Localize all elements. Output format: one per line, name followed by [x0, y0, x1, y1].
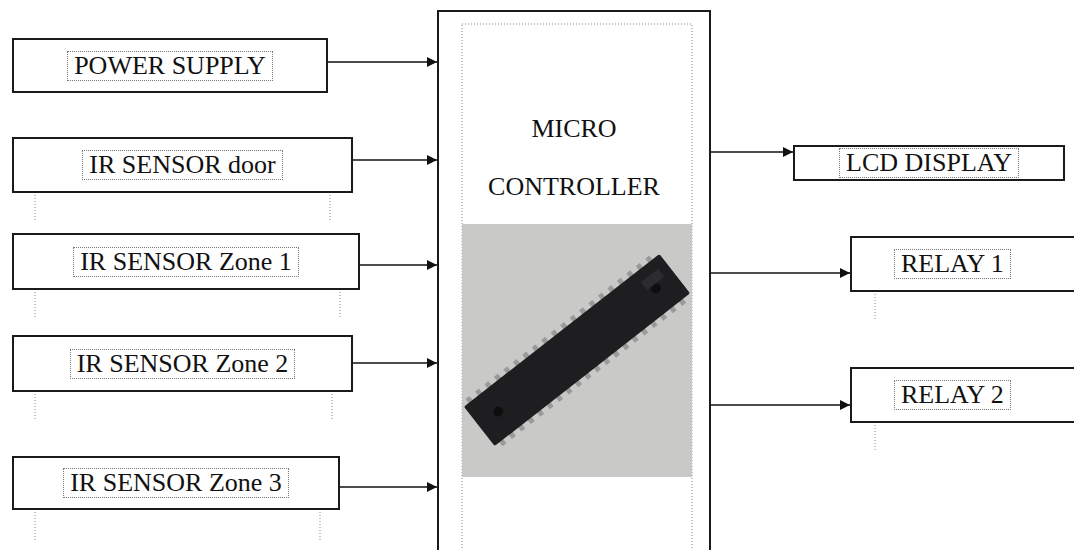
- signal-arrow: [340, 486, 437, 488]
- block-label: LCD DISPLAY: [839, 148, 1019, 178]
- block-label: IR SENSOR Zone 3: [63, 468, 289, 498]
- signal-arrow: [711, 272, 850, 274]
- signal-arrow: [353, 362, 437, 364]
- block-box: RELAY 2: [850, 367, 1074, 423]
- block-box: IR SENSOR Zone 2: [12, 335, 353, 392]
- block-label: IR SENSOR Zone 1: [73, 247, 299, 277]
- block-label: IR SENSOR Zone 2: [70, 349, 296, 379]
- block-box: IR SENSOR Zone 3: [12, 456, 340, 510]
- block-label: RELAY 1: [894, 249, 1011, 279]
- signal-arrow: [711, 404, 850, 406]
- block-label: IR SENSOR door: [82, 150, 282, 180]
- block-box: IR SENSOR door: [12, 137, 353, 193]
- block-box: LCD DISPLAY: [793, 145, 1065, 181]
- block-label: MICRO CONTROLLER: [463, 100, 685, 216]
- block-label: RELAY 2: [894, 380, 1011, 410]
- signal-arrow: [711, 151, 793, 153]
- signal-arrow: [353, 159, 437, 161]
- block-box: POWER SUPPLY: [12, 38, 328, 93]
- signal-arrow: [360, 264, 437, 266]
- block-label: POWER SUPPLY: [67, 51, 273, 81]
- controller-box: MICRO CONTROLLER: [437, 10, 711, 550]
- block-box: RELAY 1: [850, 236, 1074, 292]
- signal-arrow: [328, 61, 437, 63]
- block-box: IR SENSOR Zone 1: [12, 233, 360, 290]
- chip-illustration: [439, 12, 713, 550]
